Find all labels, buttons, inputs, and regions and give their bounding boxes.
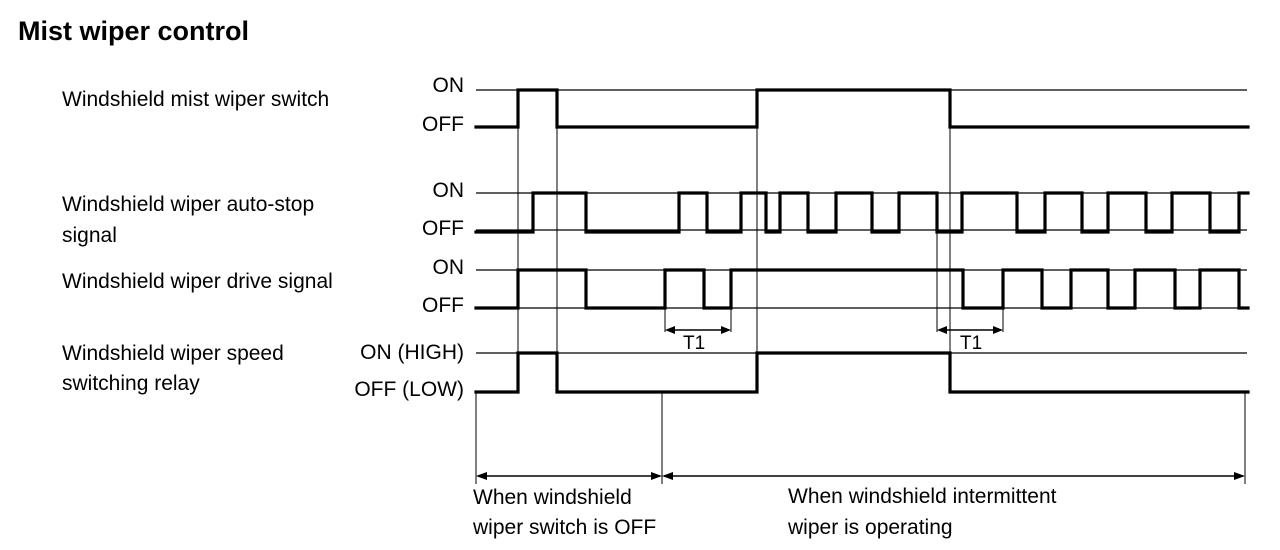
level-off-mist-switch: OFF: [422, 113, 464, 136]
waveform-auto-stop: [474, 191, 1250, 234]
level-on-drive: ON: [433, 256, 465, 279]
waveform-speed-relay: [474, 351, 1250, 394]
range-arrow-left-switch-off: [476, 472, 487, 480]
condition-labels: When windshield wiper switch is OFF When…: [472, 485, 1057, 539]
range-arrow-left-intermittent: [662, 472, 673, 480]
signal-label-speed-relay-line1: Windshield wiper speed: [62, 342, 284, 365]
signal-labels: Windshield mist wiper switch Windshield …: [62, 88, 333, 395]
waveforms: [474, 88, 1250, 394]
waveform-drive: [474, 268, 1250, 310]
waveform-mist-switch: [474, 88, 1250, 129]
t1-arrow-right-1: [721, 326, 731, 334]
signal-label-auto-stop-line1: Windshield wiper auto-stop: [62, 193, 314, 216]
t1-arrow-left-2: [937, 326, 947, 334]
t1-arrow-right-2: [993, 326, 1003, 334]
level-off-auto-stop: OFF: [422, 217, 464, 240]
range-arrow-right-switch-off: [651, 472, 662, 480]
condition-range-intermittent: [662, 472, 1245, 480]
t1-label-1: T1: [683, 333, 705, 354]
t1-dimension-1: T1: [665, 326, 731, 354]
condition-switch-off-line1: When windshield: [473, 486, 632, 509]
condition-intermittent-line2: wiper is operating: [787, 516, 953, 539]
signal-label-mist-switch: Windshield mist wiper switch: [62, 88, 329, 111]
level-off-speed-relay: OFF (LOW): [354, 378, 464, 401]
level-labels: ON OFF ON OFF ON OFF ON (HIGH) OFF (LOW): [354, 74, 464, 401]
diagram-title: Mist wiper control: [18, 16, 249, 46]
t1-dimension-2: T1: [937, 326, 1003, 354]
alignment-lines: [475, 90, 1246, 484]
signal-label-speed-relay-line2: switching relay: [62, 372, 200, 395]
level-on-mist-switch: ON: [433, 74, 465, 97]
t1-arrow-left-1: [665, 326, 675, 334]
signal-label-auto-stop-line2: signal: [62, 224, 117, 247]
level-off-drive: OFF: [422, 294, 464, 317]
t1-label-2: T1: [960, 333, 982, 354]
condition-intermittent-line1: When windshield intermittent: [788, 485, 1057, 508]
condition-range-off: [476, 472, 662, 480]
level-on-speed-relay: ON (HIGH): [360, 341, 464, 364]
level-on-auto-stop: ON: [433, 179, 465, 202]
reference-lines: [476, 89, 1247, 354]
range-arrow-right-intermittent: [1234, 472, 1245, 480]
signal-label-drive: Windshield wiper drive signal: [62, 270, 333, 293]
condition-switch-off-line2: wiper switch is OFF: [472, 516, 656, 539]
